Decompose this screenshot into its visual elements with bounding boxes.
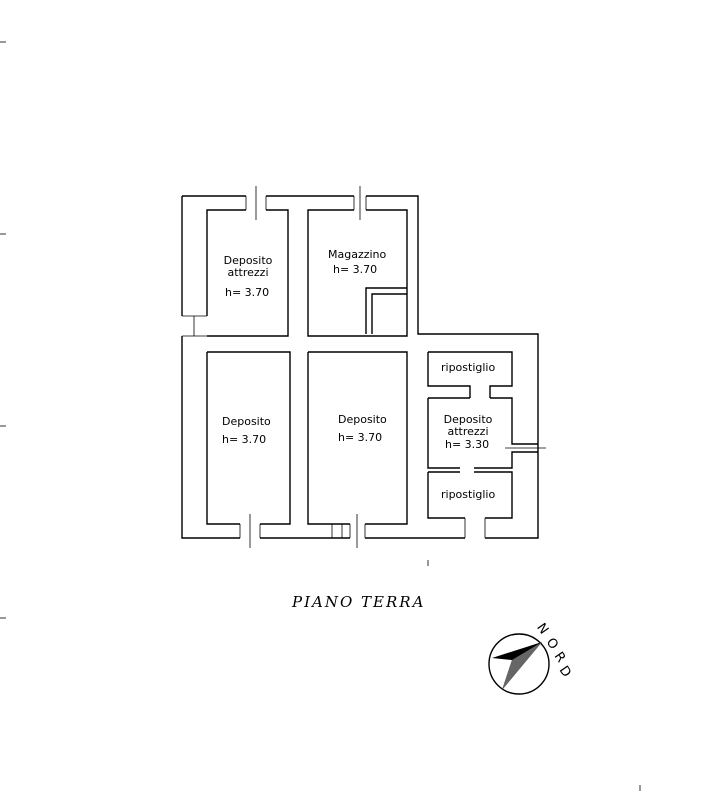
room-label-magazzino: Magazzino: [328, 248, 387, 261]
compass-label: N O R D: [533, 621, 574, 681]
plan-title: PIANO TERRA: [291, 593, 425, 611]
room-label-deposito-attrezzi-east-line1: Deposito: [444, 413, 493, 426]
window-markers: [182, 186, 546, 548]
margin-ticks: [0, 41, 6, 619]
outer-walls: [181, 195, 539, 539]
room-label-ripostiglio-top: ripostiglio: [441, 361, 495, 374]
room-label-deposito-sw: Deposito: [222, 415, 271, 428]
north-arrow-icon: [488, 633, 550, 695]
room-label-ripostiglio-bottom: ripostiglio: [441, 488, 495, 501]
room-height-deposito-attrezzi-nw: h= 3.70: [225, 286, 269, 299]
inner-walls: [206, 209, 538, 525]
compass-letter-d: D: [556, 663, 574, 680]
room-label-deposito-attrezzi-nw-line1: Deposito: [224, 254, 273, 267]
room-height-deposito-attrezzi-east: h= 3.30: [445, 438, 489, 451]
small-marks: [427, 560, 641, 791]
room-label-deposito-attrezzi-east-line2: attrezzi: [447, 425, 488, 438]
compass-letter-r: R: [551, 649, 568, 665]
magazzino-fixture: [365, 287, 407, 334]
room-height-magazzino: h= 3.70: [333, 263, 377, 276]
room-height-deposito-sw: h= 3.70: [222, 433, 266, 446]
room-label-deposito-attrezzi-nw-line2: attrezzi: [227, 266, 268, 279]
room-height-deposito-center: h= 3.70: [338, 431, 382, 444]
compass-letter-n: N: [533, 621, 551, 638]
room-label-deposito-center: Deposito: [338, 413, 387, 426]
room-labels: Deposito attrezzi h= 3.70 Magazzino h= 3…: [222, 248, 495, 501]
